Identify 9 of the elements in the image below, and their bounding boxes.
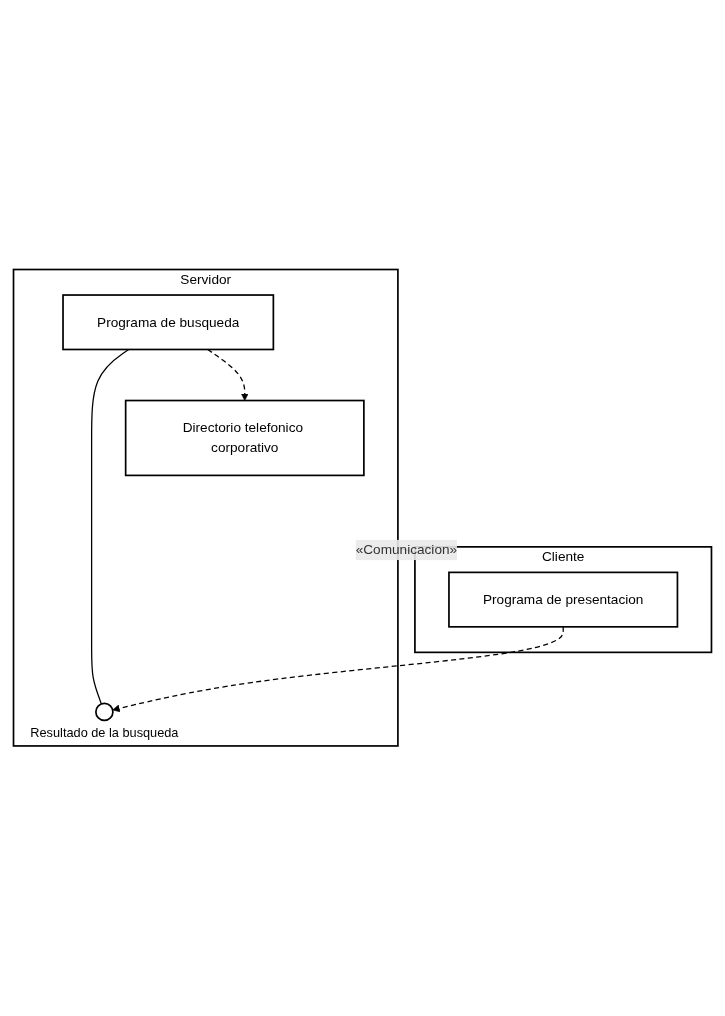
edge-label: «Comunicacion»: [355, 542, 458, 558]
node-box: Programa de busqueda: [62, 294, 275, 351]
arrow: [112, 626, 564, 713]
interface-label: Resultado de la busqueda: [30, 725, 179, 741]
node-box: Programa de presentacion: [448, 571, 679, 628]
arrow: [207, 349, 249, 402]
node-circle: [95, 702, 114, 722]
node-box: Directorio telefonico corporativo: [124, 399, 365, 477]
connector: [91, 349, 130, 705]
